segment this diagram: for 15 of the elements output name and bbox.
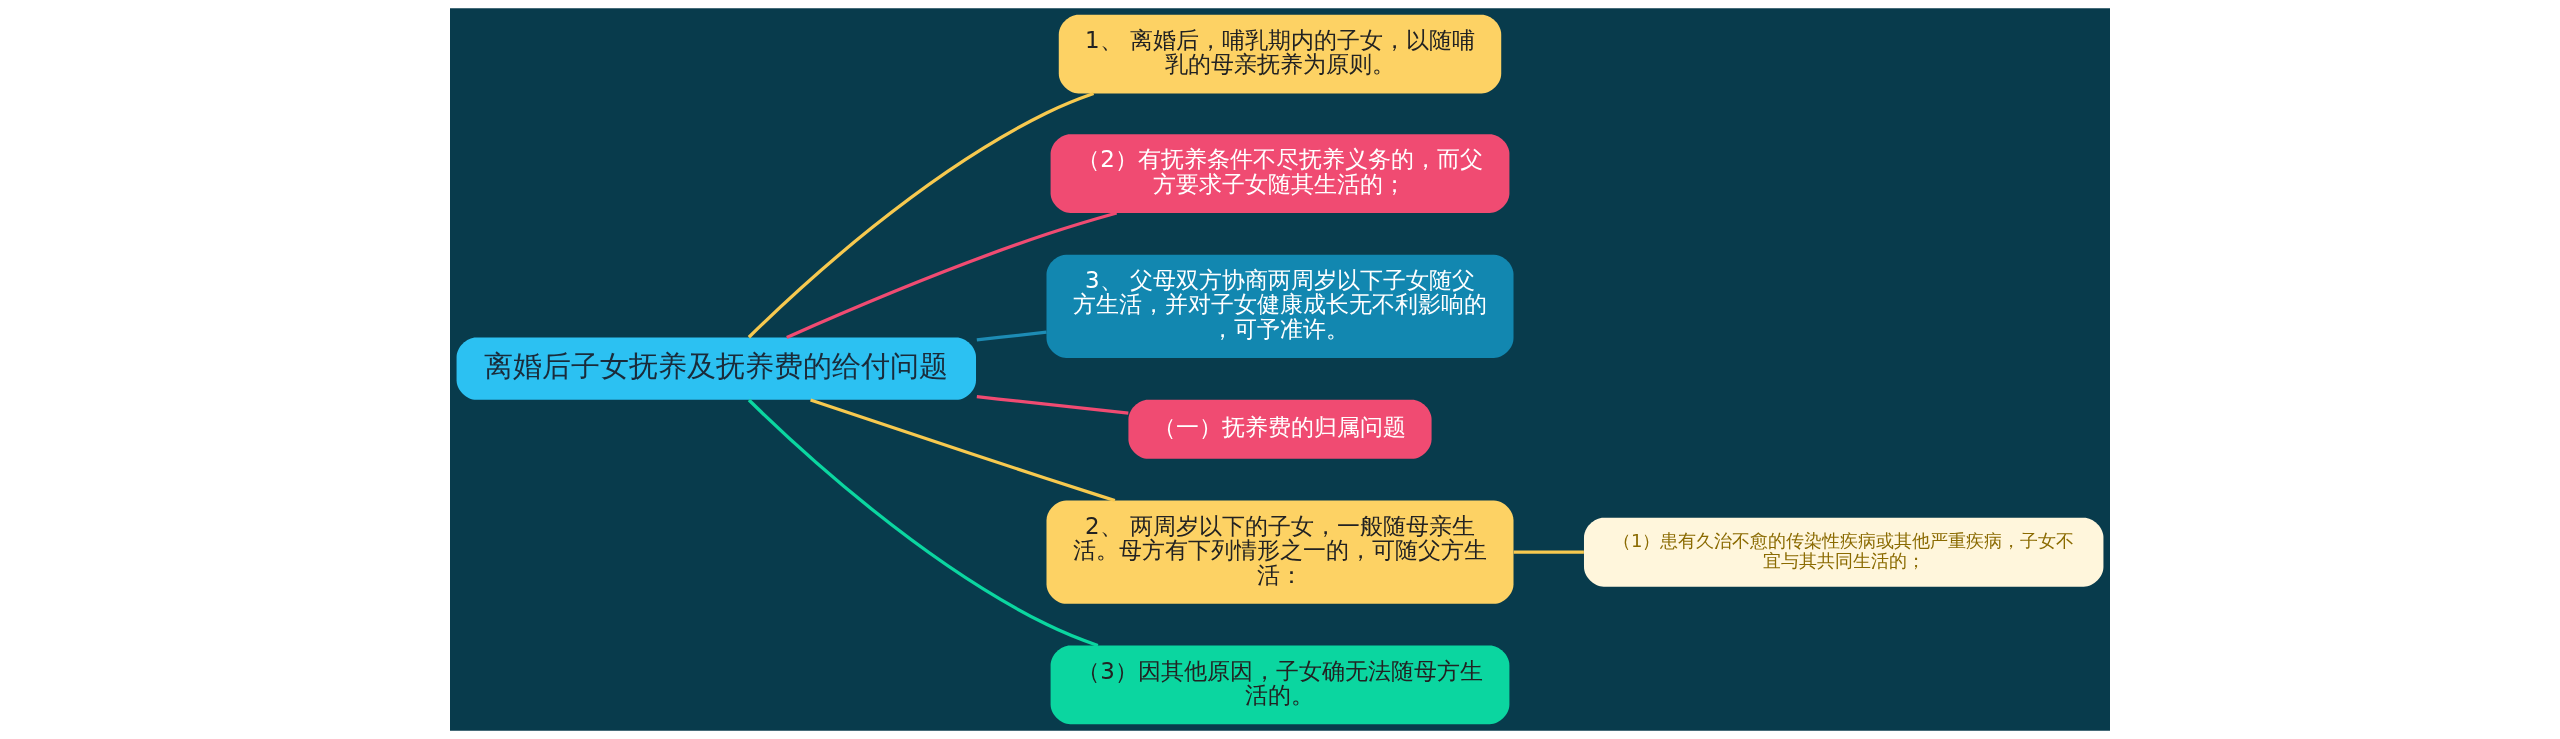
connector bbox=[976, 395, 1129, 415]
connector bbox=[976, 330, 1047, 342]
node-box: 离婚后子女抚养及抚养费的给付问题 bbox=[456, 337, 976, 400]
connector bbox=[747, 398, 1099, 648]
node-box: 2、 两周岁以下的子女，一般随母亲生活。母方有下列情形之一的，可随父方生活： bbox=[1046, 500, 1514, 604]
connector bbox=[786, 211, 1118, 339]
connector bbox=[1513, 550, 1584, 554]
node-box: （2）有抚养条件不尽抚养义务的，而父方要求子女随其生活的； bbox=[1050, 134, 1510, 213]
connector bbox=[810, 398, 1116, 503]
node-box: 3、 父母双方协商两周岁以下子女随父方生活，并对子女健康成长无不利影响的，可予准许。 bbox=[1046, 254, 1514, 359]
node-box: 1、 离婚后，哺乳期内的子女，以随哺乳的母亲抚养为原则。 bbox=[1058, 14, 1502, 94]
node-box: （一）抚养费的归属问题 bbox=[1128, 399, 1432, 459]
node-box: （3）因其他原因，子女确无法随母方生活的。 bbox=[1050, 645, 1510, 725]
node-box: （1）患有久治不愈的传染性疾病或其他严重疾病，子女不宜与其共同生活的； bbox=[1584, 517, 2104, 587]
connector bbox=[747, 92, 1095, 339]
